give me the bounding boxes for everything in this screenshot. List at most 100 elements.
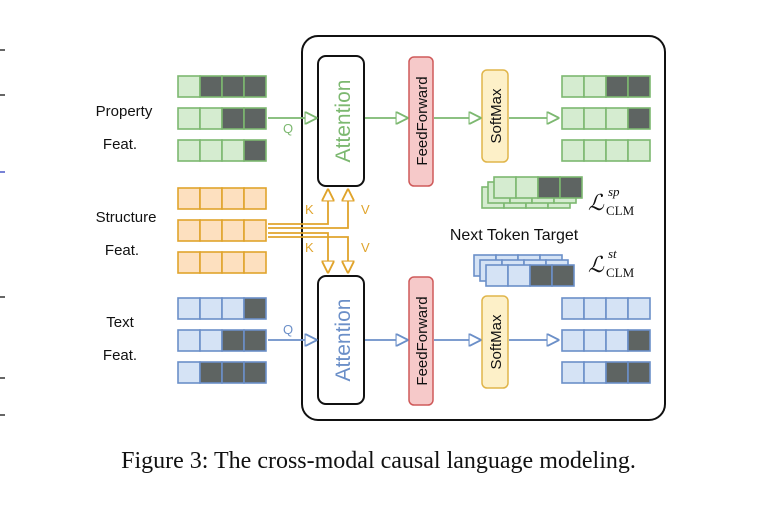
token-cell — [583, 139, 607, 162]
loss-label-text: ℒ st CLM — [588, 246, 635, 280]
v-label-upper: V — [361, 202, 370, 217]
figure-caption: Figure 3: The cross-modal causal languag… — [121, 448, 636, 474]
v-label-lower: V — [361, 240, 370, 255]
feedforward-label-text: FeedForward — [414, 296, 431, 385]
text-input-row — [177, 361, 267, 384]
token-cell — [561, 75, 585, 98]
token-cell — [177, 139, 201, 162]
structure-input-row — [177, 187, 267, 210]
token-cell — [627, 75, 651, 98]
token-cell — [243, 329, 267, 352]
property-input-row — [177, 107, 267, 130]
text-target-stack-row — [485, 264, 575, 287]
attention-label-property: Attention — [332, 80, 355, 163]
token-cell — [221, 219, 245, 242]
token-cell — [561, 139, 585, 162]
token-cell — [627, 361, 651, 384]
token-cell — [221, 297, 245, 320]
k-label-upper: K — [305, 202, 314, 217]
token-cell — [551, 264, 575, 287]
token-cell — [515, 176, 539, 199]
token-cell — [605, 361, 629, 384]
token-cell — [561, 329, 585, 352]
structure-label-line2: Feat. — [105, 242, 139, 259]
loss-sub-property: CLM — [606, 203, 635, 218]
structure-label-line1: Structure — [96, 209, 157, 226]
token-cell — [583, 361, 607, 384]
token-cell — [199, 107, 223, 130]
token-cell — [583, 297, 607, 320]
token-cell — [243, 187, 267, 210]
text-label-line1: Text — [106, 314, 134, 331]
token-cell — [561, 361, 585, 384]
attention-label-text: Attention — [332, 299, 355, 382]
loss-symbol-text: ℒ — [588, 252, 605, 277]
loss-sup-text: st — [608, 246, 617, 261]
feedforward-block-text: FeedForward — [408, 276, 434, 406]
text-output-row — [561, 361, 651, 384]
token-cell — [507, 264, 531, 287]
text-input-row — [177, 329, 267, 352]
token-cell — [199, 361, 223, 384]
structure-input-row — [177, 251, 267, 274]
text-output-row — [561, 297, 651, 320]
token-cell — [605, 139, 629, 162]
token-cell — [627, 329, 651, 352]
token-cell — [199, 139, 223, 162]
token-cell — [199, 187, 223, 210]
token-cell — [221, 361, 245, 384]
softmax-label-text: SoftMax — [488, 314, 505, 370]
property-target-stack-row — [493, 176, 583, 199]
token-cell — [243, 107, 267, 130]
feedforward-label-property: FeedForward — [414, 76, 431, 165]
token-cell — [561, 107, 585, 130]
text-input-row — [177, 297, 267, 320]
token-cell — [199, 329, 223, 352]
text-label-line2: Feat. — [103, 347, 137, 364]
softmax-block-text: SoftMax — [481, 295, 509, 389]
structure-kv-arrows — [268, 190, 348, 272]
token-cell — [243, 219, 267, 242]
text-output-row — [561, 329, 651, 352]
token-cell — [177, 329, 201, 352]
token-cell — [177, 219, 201, 242]
token-cell — [583, 75, 607, 98]
margin-marks — [0, 49, 5, 416]
token-cell — [583, 329, 607, 352]
token-cell — [627, 297, 651, 320]
token-cell — [537, 176, 561, 199]
token-cell — [177, 107, 201, 130]
property-output-row — [561, 75, 651, 98]
token-cell — [605, 329, 629, 352]
token-cell — [221, 251, 245, 274]
token-cell — [583, 107, 607, 130]
token-cell — [559, 176, 583, 199]
next-token-target-title: Next Token Target — [450, 227, 579, 244]
token-cell — [605, 297, 629, 320]
token-cell — [561, 297, 585, 320]
property-label-line2: Feat. — [103, 136, 137, 153]
loss-sup-property: sp — [608, 184, 620, 199]
token-cell — [177, 297, 201, 320]
attention-block-text: Attention — [317, 275, 365, 405]
token-cell — [485, 264, 509, 287]
loss-symbol-property: ℒ — [588, 190, 605, 215]
property-output-row — [561, 139, 651, 162]
token-cell — [221, 139, 245, 162]
target-stacks — [473, 176, 583, 287]
structure-input-row — [177, 219, 267, 242]
token-cell — [529, 264, 553, 287]
loss-sub-text: CLM — [606, 265, 635, 280]
token-cell — [199, 297, 223, 320]
token-cell — [243, 361, 267, 384]
property-input-row — [177, 75, 267, 98]
token-cell — [199, 251, 223, 274]
token-cell — [221, 107, 245, 130]
feedforward-block-property: FeedForward — [408, 56, 434, 187]
token-cell — [605, 107, 629, 130]
token-cell — [627, 139, 651, 162]
k-label-lower: K — [305, 240, 314, 255]
token-cell — [627, 107, 651, 130]
token-cell — [493, 176, 517, 199]
